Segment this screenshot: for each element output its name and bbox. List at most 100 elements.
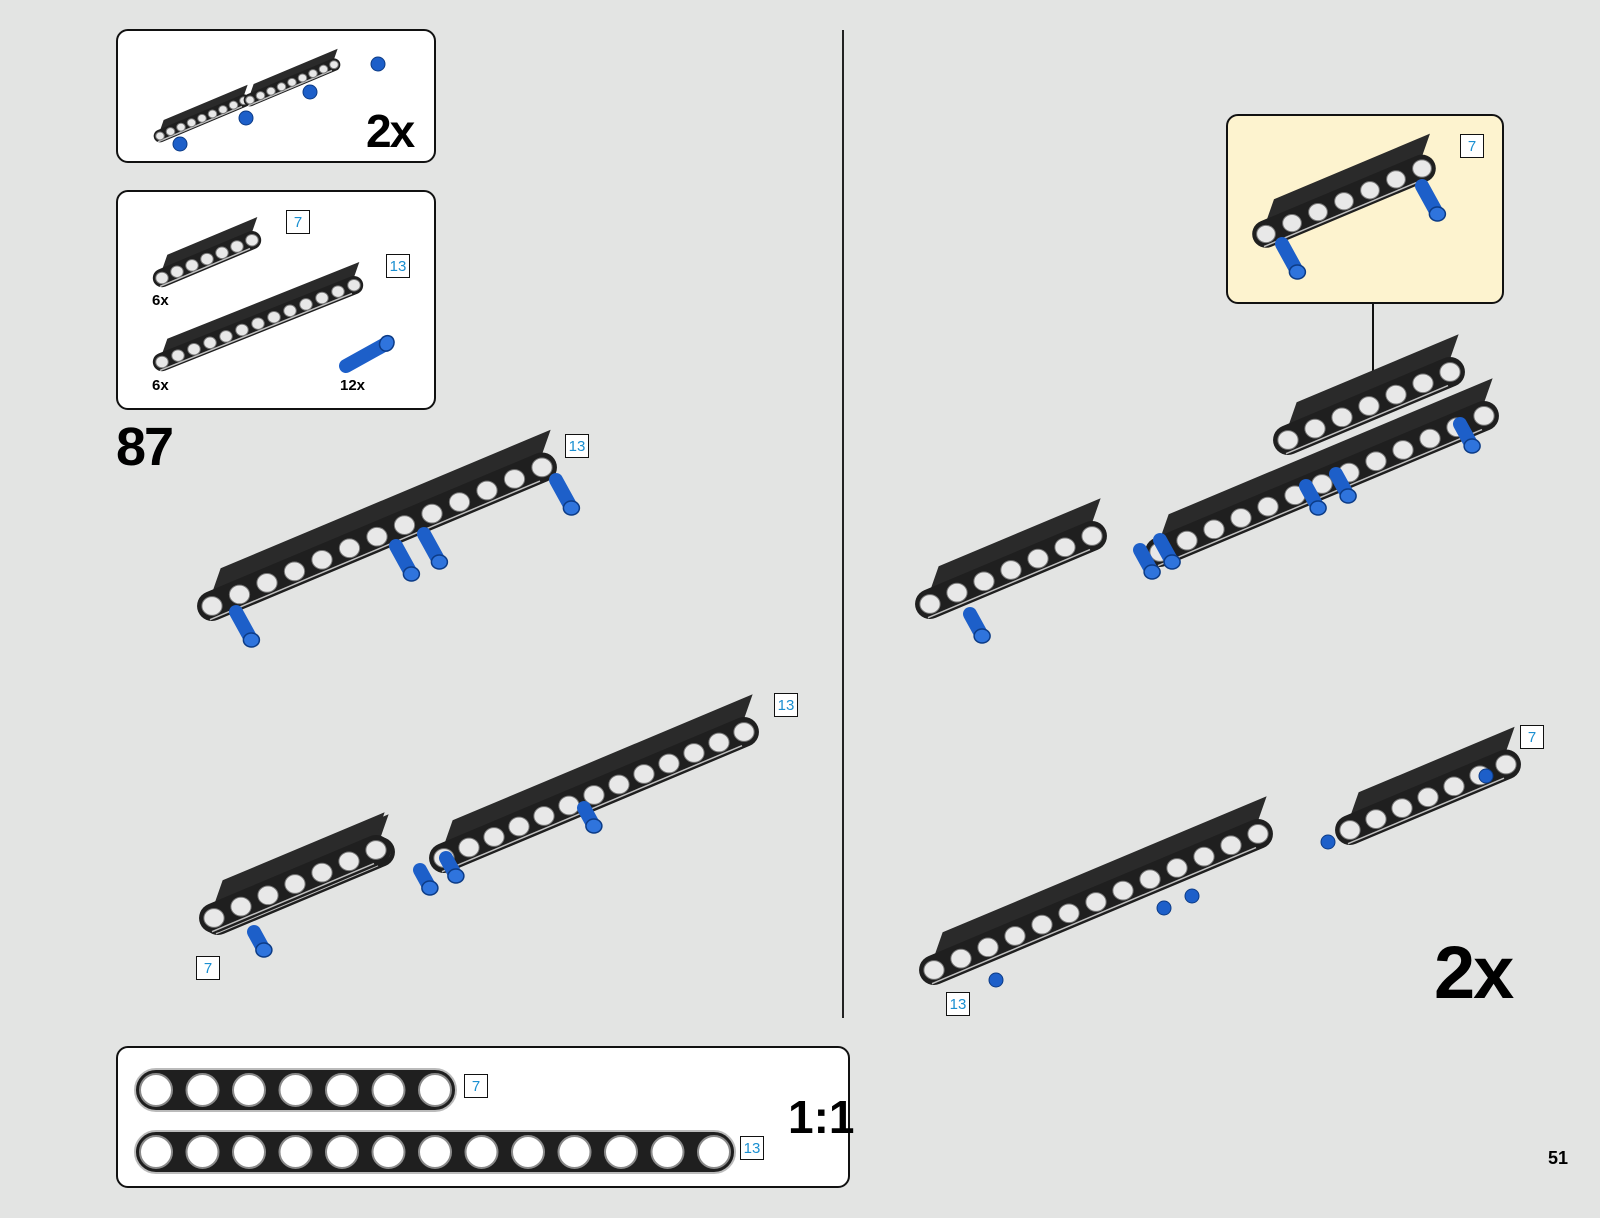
scale-beam-hole [698, 1136, 730, 1168]
right-b-beam-13 [924, 796, 1268, 983]
beam-hole [684, 744, 704, 763]
step-b-pin-2 [420, 870, 438, 895]
scale-beam-hole [233, 1074, 265, 1106]
beam-hole [634, 765, 654, 784]
beam-hole [584, 786, 604, 805]
beam-hole [1420, 429, 1440, 448]
beam-hole [609, 775, 629, 794]
beam-hole [1418, 788, 1438, 807]
beam-hole [1278, 431, 1298, 450]
beam-hole [172, 350, 184, 362]
beam-hole [366, 841, 386, 860]
beam-hole [1392, 799, 1412, 818]
beam-hole [231, 897, 251, 916]
step-a-pin-3 [424, 534, 447, 569]
scale-beam-hole [326, 1136, 358, 1168]
scale-beam-hole [605, 1136, 637, 1168]
scale-beam-7 [135, 1069, 456, 1111]
sub-beam-back [246, 49, 339, 106]
beam-hole [1366, 810, 1386, 829]
beam-hole [451, 789, 471, 808]
pin-end [1429, 207, 1445, 221]
beam-hole [1032, 915, 1052, 934]
beam-hole [1082, 527, 1102, 546]
beam-hole [229, 101, 238, 109]
beam-hole [1001, 561, 1021, 580]
beam-hole [1258, 497, 1278, 516]
pin-end [256, 943, 272, 957]
scale-beam-hole [419, 1074, 451, 1106]
beam-hole [459, 838, 479, 857]
beam-hole [1444, 777, 1464, 796]
beam-hole [166, 128, 175, 136]
beam-edge [932, 848, 1256, 984]
part-beam-7 [156, 217, 258, 286]
scale-beam-hole [140, 1074, 172, 1106]
beam-hole [1474, 407, 1494, 426]
beam-hole [285, 875, 305, 894]
beam-hole [509, 817, 529, 836]
beam-hole [288, 78, 297, 86]
beam-hole [204, 909, 224, 928]
part-axle-pin [346, 324, 397, 381]
beam-hole [231, 241, 243, 253]
beam-hole [1366, 452, 1386, 471]
beam-hole [1257, 225, 1276, 242]
beam-hole [258, 886, 278, 905]
pin-body [346, 331, 387, 378]
beam-hole [186, 260, 198, 272]
sub-pin-2 [239, 111, 253, 125]
callout-pin-1 [1282, 244, 1305, 279]
step-a-pin-2 [396, 546, 419, 581]
scale-beam-hole [187, 1074, 219, 1106]
step-b-pin-4 [584, 808, 602, 833]
callout-beam-7 [1257, 134, 1432, 247]
beam-hole [1393, 441, 1413, 460]
beam-hole [339, 539, 359, 558]
right-a-pin-1 [970, 614, 990, 643]
scale-beam-hole [373, 1074, 405, 1106]
beam-hole [1309, 204, 1328, 221]
scale-beam-hole [466, 1136, 498, 1168]
scale-beam-hole [140, 1136, 172, 1168]
beam-hole [156, 356, 168, 368]
right-b-pin-2 [1157, 901, 1171, 915]
pin-end [243, 633, 259, 647]
beam-hole [339, 852, 359, 871]
right-a-beam-7a [920, 498, 1102, 617]
beam-hole [267, 87, 276, 95]
beam-hole [709, 733, 729, 752]
beam-hole [268, 311, 280, 323]
scale-beam-13 [135, 1131, 735, 1173]
beam-hole [348, 279, 360, 291]
beam-hole [312, 550, 332, 569]
beam-hole [1140, 870, 1160, 889]
right-b-pin-4 [1321, 835, 1335, 849]
beam-hole [1305, 419, 1325, 438]
sub-pin-1 [173, 137, 187, 151]
scale-beam-hole [652, 1136, 684, 1168]
pin-end [586, 819, 602, 833]
scale-beam-hole [280, 1074, 312, 1106]
beam-hole [246, 234, 258, 246]
pin-end [1289, 265, 1305, 279]
beam-top-face [162, 262, 359, 354]
beam-hole [974, 572, 994, 591]
beam-hole [216, 247, 228, 259]
right-b-pin-3 [1185, 889, 1199, 903]
beam-hole [1204, 520, 1224, 539]
beam-hole [256, 92, 265, 100]
beam-hole [1413, 374, 1433, 393]
pin-end [1144, 565, 1160, 579]
beam-hole [198, 114, 207, 122]
beam-hole [951, 949, 971, 968]
beam-hole [208, 110, 217, 118]
beam-hole [1167, 859, 1187, 878]
beam-hole [298, 74, 307, 82]
beam-hole [532, 458, 552, 477]
pin-end [1340, 489, 1356, 503]
beam-hole [1359, 397, 1379, 416]
beam-hole [1005, 927, 1025, 946]
beam-hole [532, 755, 552, 774]
